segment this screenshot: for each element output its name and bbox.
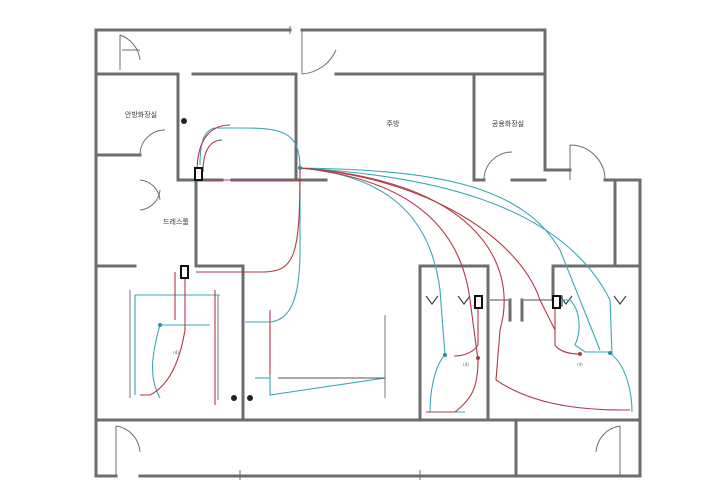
- exterior-walls: [94, 28, 642, 478]
- manifold-box: [194, 167, 203, 181]
- manifold-box: [552, 295, 561, 309]
- manifold-box: [180, 265, 189, 279]
- interior-walls: [94, 72, 642, 478]
- pipe-guides: [129, 290, 386, 400]
- toilet-icon: [613, 295, 627, 305]
- toilet-icon: [425, 295, 439, 305]
- fixture-tag: (4): [463, 362, 469, 367]
- manifolds: [180, 167, 561, 309]
- doors: [115, 26, 621, 480]
- room-label-dressroom: 드레스룸: [163, 217, 189, 226]
- fixture-tag: (4): [577, 362, 583, 367]
- manifold-box: [474, 295, 483, 309]
- hot-water-lines: [140, 124, 631, 413]
- pipe-nodes: [158, 166, 612, 360]
- room-label-master-bath: 안방화장실: [125, 110, 157, 119]
- fixtures: [181, 118, 627, 401]
- drain-icon: [231, 395, 237, 401]
- drain-icon: [247, 395, 253, 401]
- toilet-icon: [457, 295, 471, 305]
- drain-icon: [181, 118, 187, 124]
- room-label-public-bath: 공용화장실: [492, 119, 524, 128]
- fixture-tag: (4): [173, 350, 179, 355]
- room-label-kitchen: 주방: [387, 119, 400, 128]
